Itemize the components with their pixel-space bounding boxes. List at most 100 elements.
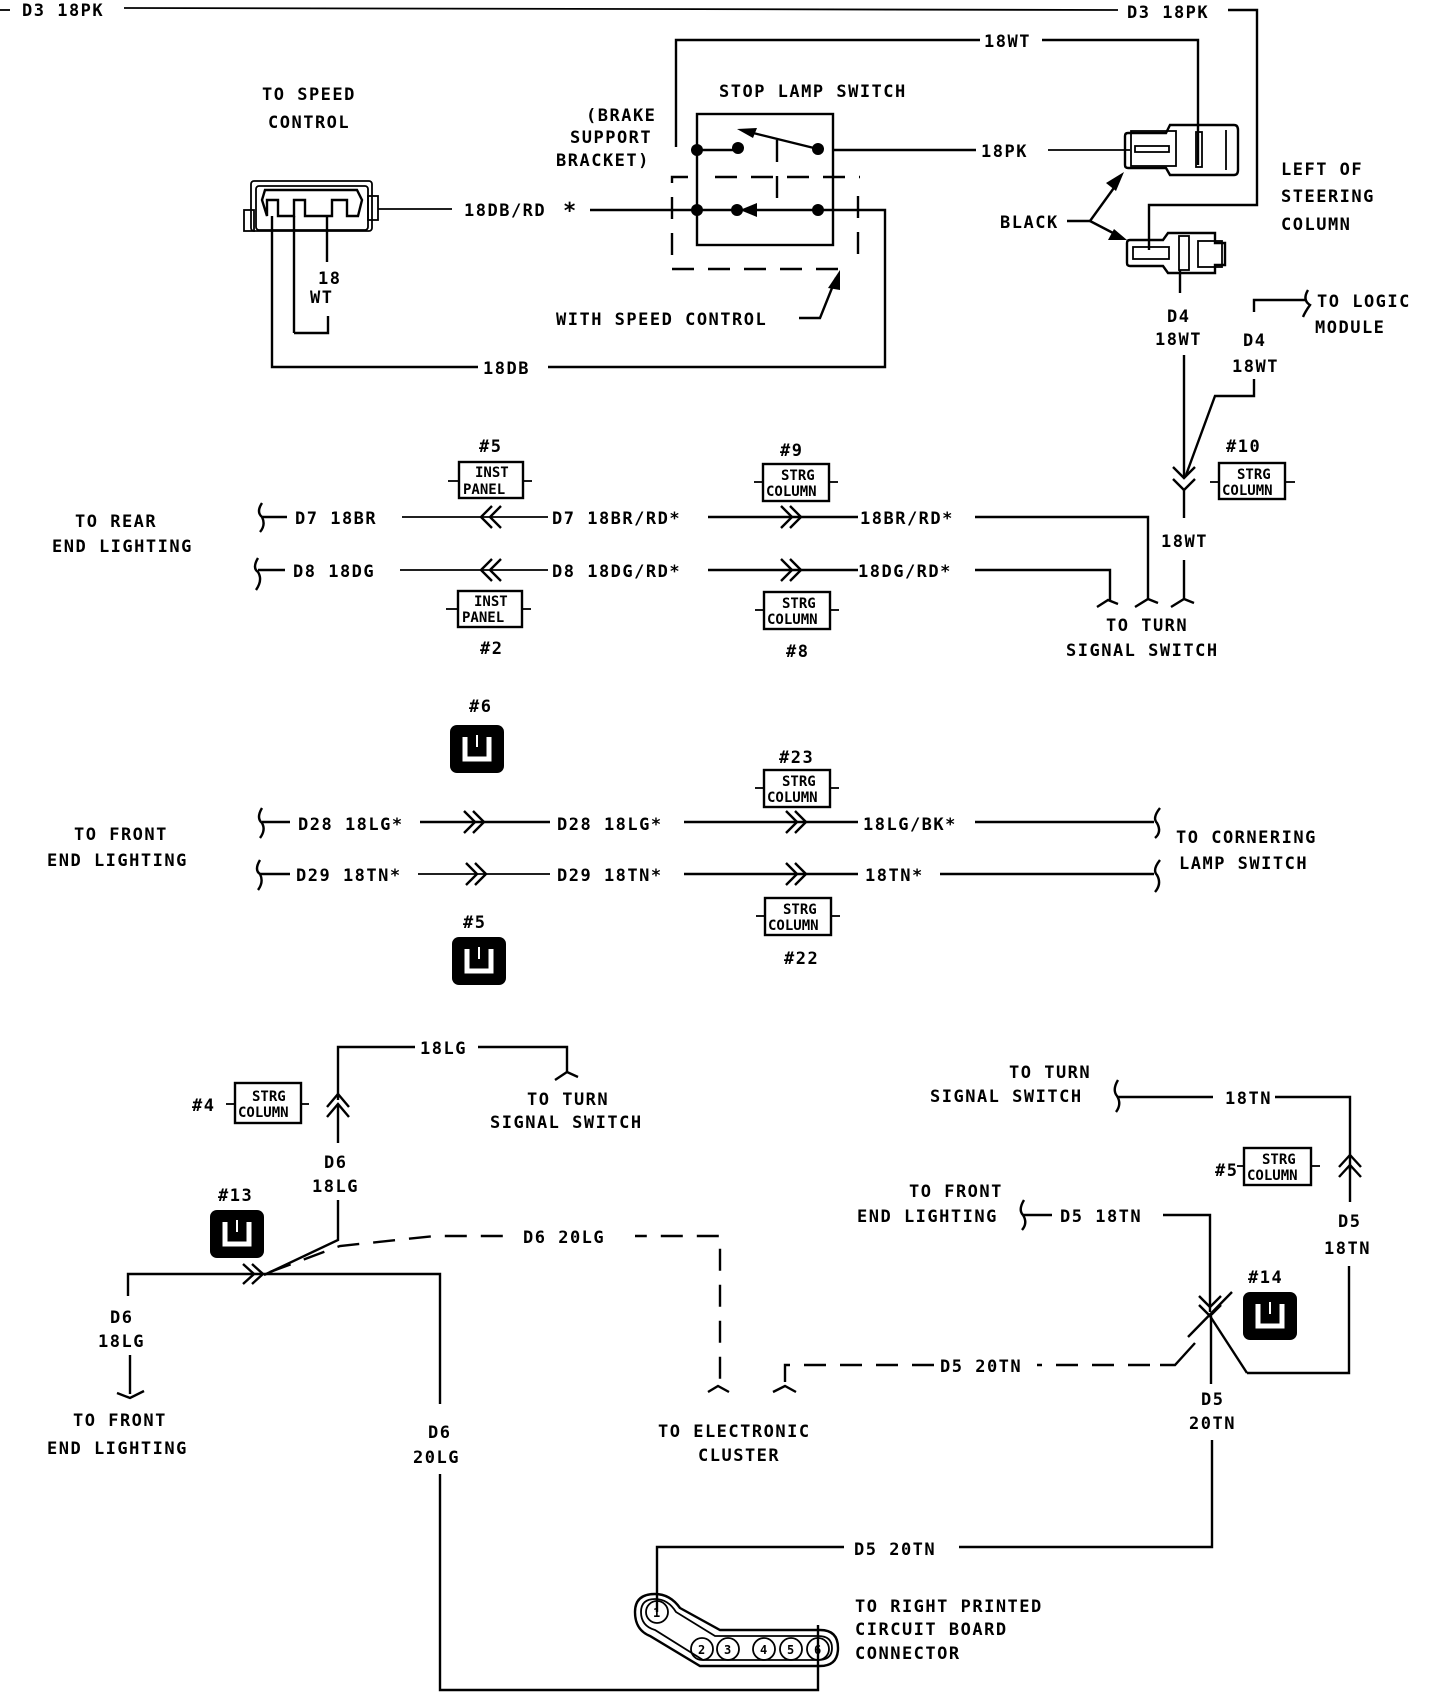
label-18wt: 18WT [1161, 532, 1208, 552]
strg23-line1: STRG [782, 774, 816, 790]
label-18db-rd: 18DB/RD [464, 201, 546, 221]
label-front-2: END LIGHTING [47, 851, 188, 871]
label-d4b-1: D4 [1243, 331, 1266, 351]
strg10-line1: STRG [1237, 467, 1271, 483]
label-d6-20lg: D6 20LG [523, 1228, 605, 1248]
label-18pk: 18PK [981, 142, 1028, 162]
label-turn-2: SIGNAL SWITCH [930, 1087, 1083, 1107]
wire-18tn-right [1275, 1095, 1352, 1170]
wire-d4-logic [1252, 298, 1305, 312]
break-symbol-icon [1134, 597, 1159, 609]
bottom-right-section: TO TURN SIGNAL SWITCH 18TN #5 STRG COLUM… [633, 1063, 1369, 1668]
inst2-line1: INST [474, 594, 508, 610]
arrow-head-icon [1106, 172, 1124, 191]
break-symbol-icon [116, 1389, 145, 1400]
strg-column-8: STRG COLUMN [755, 590, 839, 631]
strg22-line2: COLUMN [768, 918, 819, 934]
label-black: BLACK [1000, 213, 1059, 233]
pin-label: 6 [814, 1643, 821, 1657]
label-turn-1: TO TURN [527, 1090, 609, 1110]
arrow-head-icon [1108, 229, 1127, 240]
label-d4a-1: D4 [1167, 307, 1190, 327]
strg-column-9: STRG COLUMN [754, 462, 838, 503]
splice-5-icon [452, 937, 506, 985]
label-d28-left: D28 18LG* [298, 815, 404, 835]
label-bg [515, 1226, 635, 1246]
wire-18lg-left [336, 1045, 415, 1100]
wire-18lg-right [478, 1045, 569, 1073]
strg5-line1: STRG [1262, 1152, 1296, 1168]
inst5-line1: INST [475, 465, 509, 481]
strg8-line2: COLUMN [767, 612, 818, 628]
wire-d5-18tn-to-splice [1163, 1213, 1212, 1312]
label-left-of-3: COLUMN [1281, 215, 1351, 235]
label-cluster-1: TO ELECTRONIC [658, 1422, 811, 1442]
label-logic-1: TO LOGIC [1317, 292, 1411, 312]
label-turn-1: TO TURN [1009, 1063, 1091, 1083]
label-stop-lamp-switch: STOP LAMP SWITCH [719, 82, 907, 102]
label-d5-20tn-dash: D5 20TN [940, 1357, 1022, 1377]
rear-lighting-section: 18WT #10 STRG COLUMN TO REAR END LIGHTIN… [52, 355, 1295, 662]
label-bg [935, 1355, 1037, 1375]
label-splice5: #5 [463, 913, 486, 933]
wire-d6-right [262, 1272, 442, 1404]
label-d4b-2: 18WT [1232, 357, 1279, 377]
label-d29-right: 18TN* [865, 866, 924, 886]
label-logic-2: MODULE [1315, 318, 1385, 338]
connector-chevron-icon [479, 558, 502, 582]
wire-d6-20lg-to-pin6 [438, 1474, 820, 1692]
wire-18wt-loop-bottom [294, 316, 330, 335]
speed-control-option-box [670, 175, 860, 271]
label-d5-20tn-bottom: D5 20TN [854, 1540, 936, 1560]
strg-column-4: STRG COLUMN [226, 1081, 309, 1125]
label-d7-left: D7 18BR [295, 509, 377, 529]
wire-d8-right [975, 568, 1112, 600]
label-pcb-1: TO RIGHT PRINTED [855, 1597, 1043, 1617]
label-front-2: END LIGHTING [47, 1439, 188, 1459]
break-symbol-icon [1153, 859, 1161, 893]
pcb-connector-icon: 1 2 3 4 5 6 [633, 1592, 840, 1668]
strg9-line2: COLUMN [766, 484, 817, 500]
break-symbol-icon [1153, 807, 1161, 839]
label-d5-18tn: D5 18TN [1060, 1207, 1142, 1227]
label-d8-right: 18DG/RD* [858, 562, 952, 582]
label-strg9-num: #9 [780, 441, 803, 461]
strg4-line1: STRG [252, 1089, 286, 1105]
strg4-line2: COLUMN [238, 1105, 289, 1121]
label-inst2-num: #2 [480, 639, 503, 659]
label-18db: 18DB [483, 359, 530, 379]
pin-label: 2 [698, 1643, 705, 1657]
label-d8-mid: D8 18DG/RD* [552, 562, 681, 582]
label-front-2: END LIGHTING [857, 1207, 998, 1227]
label-d3-right: D3 18PK [1127, 3, 1209, 23]
stop-lamp-switch-icon [691, 112, 866, 247]
label-d6a-2: 18LG [312, 1177, 359, 1197]
break-symbol-icon [707, 1384, 730, 1394]
label-d7-right: 18BR/RD* [860, 509, 954, 529]
bottom-left-section: 18LG TO TURN SIGNAL SWITCH #4 STRG COLUM… [47, 1039, 1160, 1692]
label-d3-left: D3 18PK [22, 1, 104, 21]
inst-panel-2: INST PANEL [446, 589, 531, 629]
strg23-line2: COLUMN [767, 790, 818, 806]
label-turn-2: SIGNAL SWITCH [1066, 641, 1219, 661]
label-d6a-1: D6 [324, 1153, 347, 1173]
label-strg23-num: #23 [779, 748, 814, 768]
leader-black-up [1089, 184, 1117, 222]
label-d4a-2: 18WT [1155, 330, 1202, 350]
break-symbol-icon [554, 1070, 579, 1081]
break-symbol-icon [772, 1384, 797, 1394]
connector-chevron-icon [463, 810, 486, 834]
label-pcb-2: CIRCUIT BOARD [855, 1620, 1008, 1640]
wire-18wt-left [674, 38, 980, 147]
connector-chevron-icon [465, 862, 488, 886]
break-symbol-icon [1301, 289, 1312, 318]
label-d6b-2: 18LG [98, 1332, 145, 1352]
label-left-of-1: LEFT OF [1281, 160, 1363, 180]
connector-chevron-icon [780, 505, 803, 529]
splice-14-icon [1243, 1292, 1297, 1340]
wire-d3-18pk [123, 7, 1119, 11]
inst-panel-5: INST PANEL [448, 460, 532, 500]
connector-lower-icon [1125, 231, 1227, 275]
wire-18db-right [548, 208, 887, 369]
